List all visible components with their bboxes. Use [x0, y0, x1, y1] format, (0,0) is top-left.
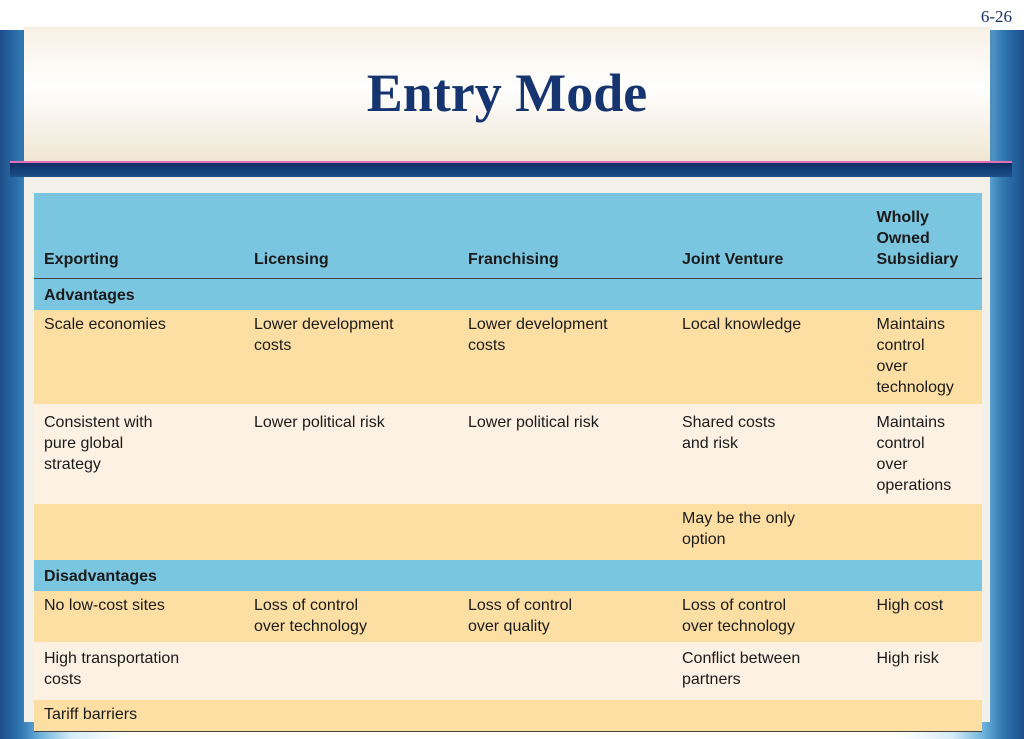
header-franchising: Franchising — [457, 193, 672, 279]
table-cell — [457, 504, 672, 560]
table-cell: No low-cost sites — [34, 591, 244, 642]
table-cell: Local knowledge — [671, 310, 867, 404]
table-row: No low-cost sites Loss of control over t… — [34, 591, 982, 642]
table-cell — [457, 642, 672, 700]
table-cell: Lower development costs — [243, 310, 458, 404]
table-cell: Loss of control over quality — [457, 591, 672, 642]
table-cell: Lower political risk — [457, 404, 672, 504]
table-cell — [34, 504, 244, 560]
table-cell — [243, 504, 458, 560]
table-cell: Conflict between partners — [671, 642, 867, 700]
table-cell: Scale economies — [34, 310, 244, 404]
table-cell — [866, 700, 982, 732]
section-label: Disadvantages — [34, 560, 982, 591]
table-row: Consistent with pure global strategy Low… — [34, 404, 982, 504]
table-cell — [457, 700, 672, 732]
table-cell — [671, 700, 867, 732]
table-cell — [243, 700, 458, 732]
table-header-row: Exporting Licensing Franchising Joint Ve… — [34, 193, 982, 279]
section-row-disadvantages: Disadvantages — [34, 560, 982, 591]
table-row: Tariff barriers — [34, 700, 982, 732]
table-row: Scale economies Lower development costs … — [34, 310, 982, 404]
table-row: High transportation costs Conflict betwe… — [34, 642, 982, 700]
table-cell: Tariff barriers — [34, 700, 244, 732]
entry-mode-table: Exporting Licensing Franchising Joint Ve… — [34, 193, 982, 732]
slide-title: Entry Mode — [366, 63, 648, 123]
divider-line — [10, 161, 1012, 163]
table-cell: Lower political risk — [243, 404, 458, 504]
table-cell: May be the only option — [671, 504, 867, 560]
table-cell — [866, 504, 982, 560]
header-joint-venture: Joint Venture — [671, 193, 867, 279]
table-cell: Maintains control over technology — [866, 310, 982, 404]
header-wholly-owned-subsidiary: Wholly Owned Subsidiary — [866, 193, 982, 279]
table-row: May be the only option — [34, 504, 982, 560]
header-licensing: Licensing — [243, 193, 458, 279]
section-row-advantages: Advantages — [34, 278, 982, 310]
table-cell: Consistent with pure global strategy — [34, 404, 244, 504]
table-cell: High cost — [866, 591, 982, 642]
header-exporting: Exporting — [34, 193, 244, 279]
table-cell: Shared costs and risk — [671, 404, 867, 504]
divider-strip — [10, 163, 1012, 177]
table-cell: High risk — [866, 642, 982, 700]
title-panel: Entry Mode — [24, 27, 990, 161]
slide-number: 6-26 — [980, 7, 1012, 26]
table-cell — [243, 642, 458, 700]
table-cell: Maintains control over operations — [866, 404, 982, 504]
section-label: Advantages — [34, 278, 982, 310]
table-cell: High transportation costs — [34, 642, 244, 700]
table-cell: Lower development costs — [457, 310, 672, 404]
table-cell: Loss of control over technology — [671, 591, 867, 642]
table-cell: Loss of control over technology — [243, 591, 458, 642]
